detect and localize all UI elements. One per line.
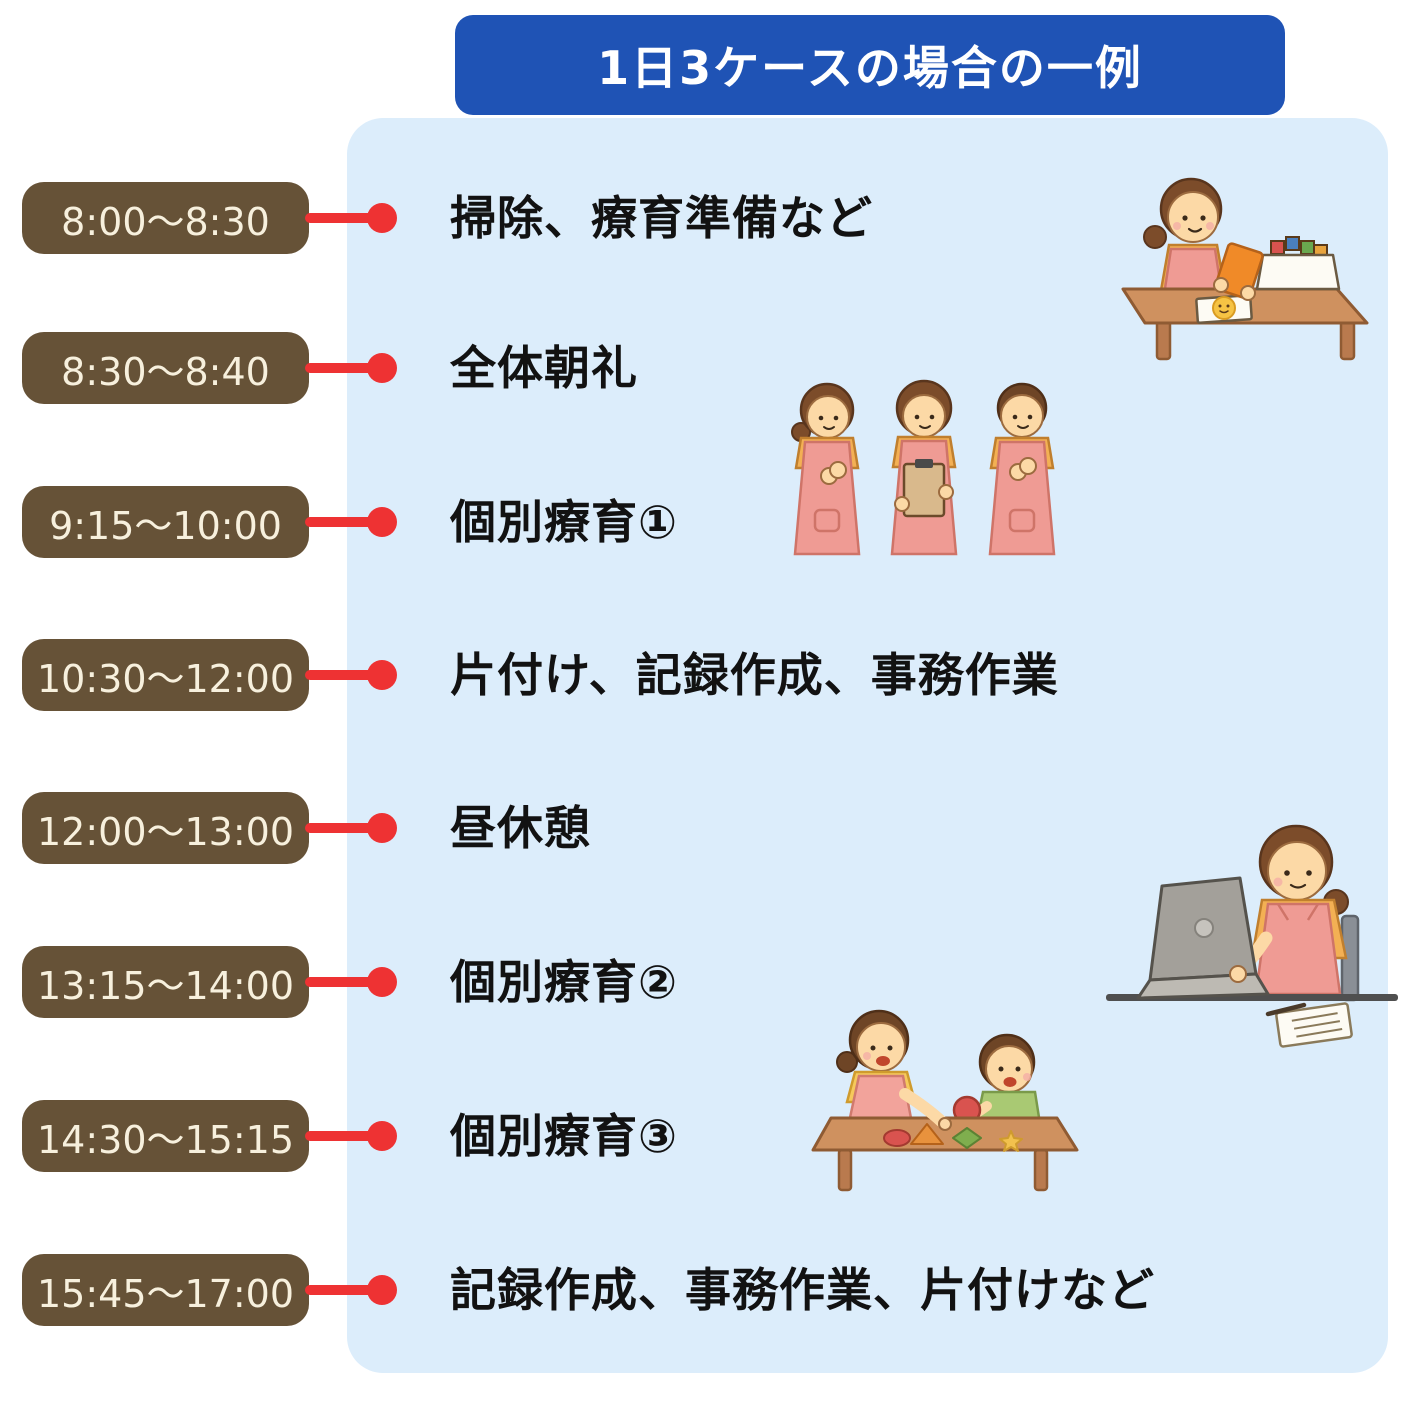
timeline-dot-icon xyxy=(367,353,397,383)
time-pill: 14:30〜15:15 xyxy=(22,1100,309,1172)
time-pill: 9:15〜10:00 xyxy=(22,486,309,558)
schedule-row: 9:15〜10:00 個別療育① xyxy=(0,486,1415,558)
connector-line xyxy=(305,1131,382,1141)
schedule-panel xyxy=(347,118,1388,1373)
schedule-row: 14:30〜15:15 個別療育③ xyxy=(0,1100,1415,1172)
header-banner: 1日3ケースの場合の一例 xyxy=(455,15,1285,115)
staff-preparing-materials-illustration xyxy=(1105,163,1380,363)
time-label: 13:15〜14:00 xyxy=(36,963,295,1008)
time-pill: 8:00〜8:30 xyxy=(22,182,309,254)
activity-label: 個別療育① xyxy=(450,495,678,549)
timeline-dot-icon xyxy=(367,813,397,843)
schedule-row: 12:00〜13:00 昼休憩 xyxy=(0,792,1415,864)
staff-and-child-therapy-illustration xyxy=(805,998,1090,1195)
timeline-dot-icon xyxy=(367,507,397,537)
connector-line xyxy=(305,823,382,833)
time-label: 14:30〜15:15 xyxy=(36,1117,295,1162)
activity-label: 個別療育③ xyxy=(450,1109,678,1163)
activity-label: 掃除、療育準備など xyxy=(450,191,873,245)
staff-morning-meeting-illustration xyxy=(772,372,1077,557)
connector-line xyxy=(305,213,382,223)
activity-label: 片付け、記録作成、事務作業 xyxy=(450,648,1059,702)
time-label: 10:30〜12:00 xyxy=(36,656,295,701)
connector-line xyxy=(305,670,382,680)
time-label: 8:30〜8:40 xyxy=(61,349,270,394)
time-label: 9:15〜10:00 xyxy=(49,503,282,548)
time-label: 8:00〜8:30 xyxy=(61,199,270,244)
schedule-row: 8:30〜8:40 全体朝礼 xyxy=(0,332,1415,404)
connector-line xyxy=(305,1285,382,1295)
activity-label: 全体朝礼 xyxy=(450,341,638,395)
schedule-row: 13:15〜14:00 個別療育② xyxy=(0,946,1415,1018)
activity-label: 記録作成、事務作業、片付けなど xyxy=(450,1263,1155,1317)
activity-label: 個別療育② xyxy=(450,955,678,1009)
schedule-row: 8:00〜8:30 掃除、療育準備など xyxy=(0,182,1415,254)
time-pill: 8:30〜8:40 xyxy=(22,332,309,404)
connector-line xyxy=(305,363,382,373)
timeline-dot-icon xyxy=(367,1275,397,1305)
schedule-row: 10:30〜12:00 片付け、記録作成、事務作業 xyxy=(0,639,1415,711)
time-pill: 12:00〜13:00 xyxy=(22,792,309,864)
time-pill: 10:30〜12:00 xyxy=(22,639,309,711)
connector-line xyxy=(305,977,382,987)
page-title: 1日3ケースの場合の一例 xyxy=(597,41,1143,95)
timeline-dot-icon xyxy=(367,203,397,233)
staff-working-on-laptop-illustration xyxy=(1100,798,1405,1056)
time-label: 15:45〜17:00 xyxy=(36,1271,295,1316)
timeline-dot-icon xyxy=(367,1121,397,1151)
connector-line xyxy=(305,517,382,527)
time-pill: 15:45〜17:00 xyxy=(22,1254,309,1326)
activity-label: 昼休憩 xyxy=(450,801,591,855)
timeline-dot-icon xyxy=(367,660,397,690)
time-pill: 13:15〜14:00 xyxy=(22,946,309,1018)
time-label: 12:00〜13:00 xyxy=(36,809,295,854)
timeline-dot-icon xyxy=(367,967,397,997)
schedule-row: 15:45〜17:00 記録作成、事務作業、片付けなど xyxy=(0,1254,1415,1326)
